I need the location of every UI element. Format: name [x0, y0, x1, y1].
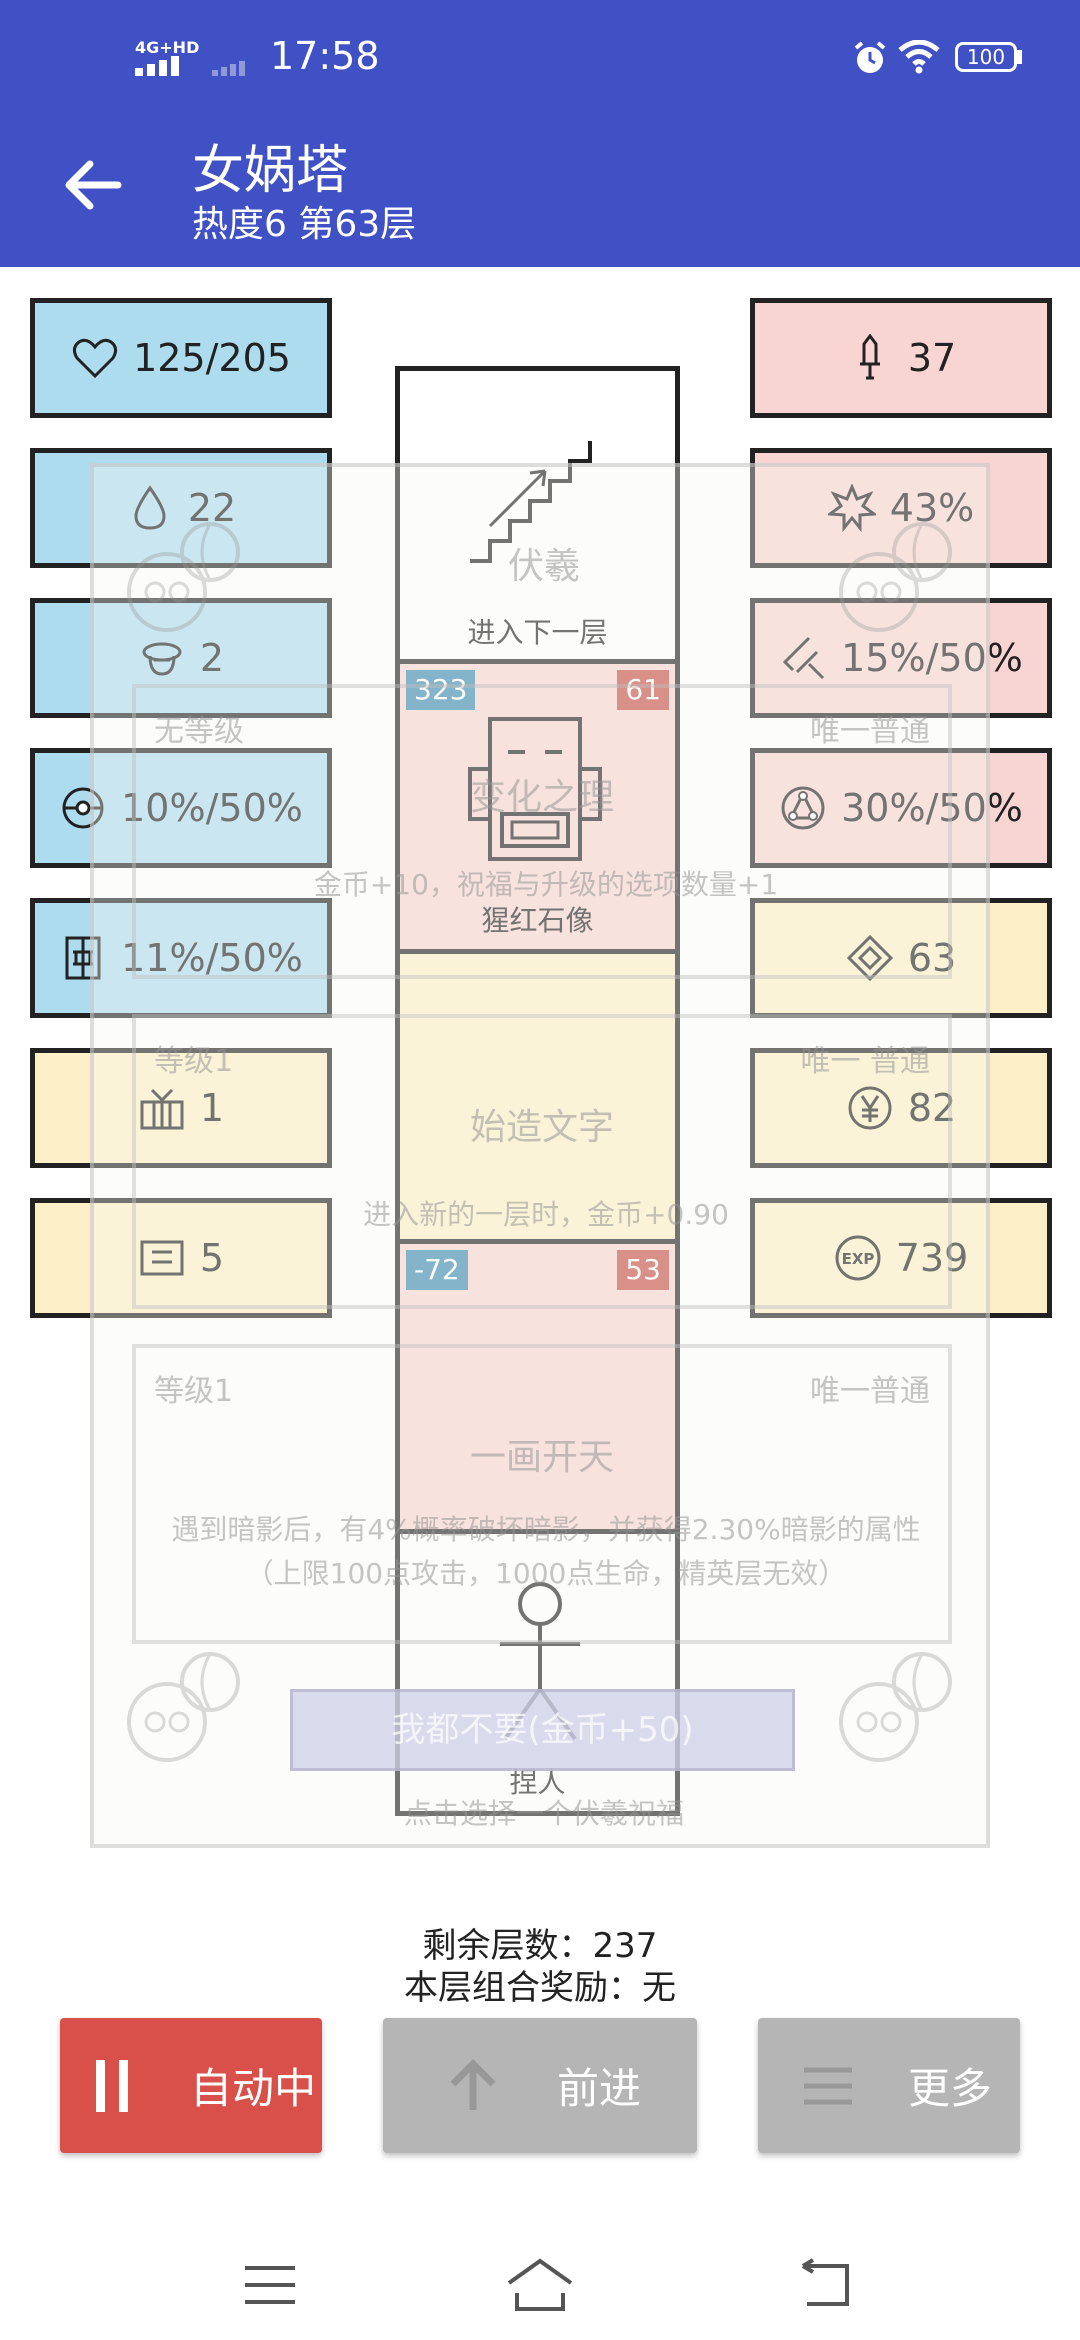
- stat-pierce: 15%/50%: [750, 598, 1052, 718]
- stat-exp: EXP 739: [750, 1198, 1052, 1318]
- auto-label: 自动中: [190, 2064, 317, 2113]
- back-nav-icon[interactable]: [795, 2258, 855, 2310]
- stat-defense: 2: [30, 598, 332, 718]
- diamond-icon: [846, 934, 893, 982]
- drop-icon: [134, 485, 166, 530]
- tower: 进入下一层 323 61 猩红石像 -72 53 捏人: [395, 366, 680, 1816]
- stat-value: 11%/50%: [121, 936, 303, 980]
- signal-2-icon: [212, 61, 245, 76]
- stat-value: 10%/50%: [121, 786, 303, 830]
- stat-scroll: 5: [30, 1198, 332, 1318]
- stat-triangle: 30%/50%: [750, 748, 1052, 868]
- enemy-1-left-value: 323: [406, 670, 476, 710]
- stat-value: 739: [895, 1236, 969, 1280]
- wifi-icon: [898, 40, 940, 74]
- tower-cell-enemy-2[interactable]: -72 53: [400, 1244, 675, 1534]
- stat-gift: 1: [30, 1048, 332, 1168]
- pause-icon: [96, 2059, 128, 2112]
- stat-value: 125/205: [133, 336, 291, 380]
- combo-reward: 本层组合奖励：无: [404, 1968, 676, 2008]
- stat-value: 1: [199, 1086, 225, 1130]
- stat-attack: 37: [750, 298, 1052, 418]
- stat-value: 22: [187, 486, 237, 530]
- network-label: 4G+HD: [135, 38, 200, 57]
- stat-value: 30%/50%: [841, 786, 1023, 830]
- slash-icon: [783, 636, 825, 680]
- tower-cell-enemy-1[interactable]: 323 61 猩红石像: [400, 664, 675, 954]
- stat-value: 15%/50%: [841, 636, 1023, 680]
- battery-indicator: 100: [955, 42, 1017, 72]
- stat-value: 2: [199, 636, 225, 680]
- stat-health: 125/205: [30, 298, 332, 418]
- back-arrow-icon[interactable]: [58, 150, 128, 220]
- auto-button[interactable]: 自动中: [60, 2018, 322, 2153]
- scroll-icon: [140, 1240, 184, 1276]
- stat-crit: 43%: [750, 448, 1052, 568]
- stat-value: 5: [199, 1236, 225, 1280]
- page-title: 女娲塔: [192, 141, 349, 201]
- forward-button[interactable]: 前进: [383, 2018, 697, 2153]
- stat-value: 37: [907, 336, 957, 380]
- fuxi-face-icon: [839, 1652, 952, 1762]
- enemy-2-left-value: -72: [406, 1250, 468, 1290]
- navigation-bar: [0, 2200, 1080, 2340]
- yen-icon: [848, 1086, 892, 1130]
- stat-orb: 10%/50%: [30, 748, 332, 868]
- tower-cell-empty[interactable]: [400, 954, 675, 1244]
- app-bar: 4G+HD 17:58 100 女娲塔 热度6 第63层: [0, 0, 1080, 267]
- player-label: 捏人: [509, 1766, 566, 1799]
- menu-nav-icon[interactable]: [240, 2260, 300, 2310]
- up-arrow-icon: [450, 2058, 496, 2110]
- fuxi-face-icon: [127, 1652, 240, 1762]
- svg-text:EXP: EXP: [841, 1250, 874, 1268]
- stairs-icon: [470, 441, 592, 563]
- stat-gold: 82: [750, 1048, 1052, 1168]
- home-icon[interactable]: [505, 2255, 575, 2315]
- helmet-icon: [142, 642, 182, 676]
- page-subtitle: 热度6 第63层: [192, 204, 417, 245]
- shield-icon: [65, 936, 101, 980]
- blessing-rarity: 唯一普通: [810, 1374, 930, 1409]
- enemy-1-name: 猩红石像: [481, 904, 594, 937]
- tower-cell-player[interactable]: 捏人: [400, 1534, 675, 1811]
- more-button[interactable]: 更多: [758, 2018, 1020, 2153]
- battery-tip: [1017, 50, 1022, 64]
- stat-value: 63: [907, 936, 957, 980]
- sword-icon: [859, 334, 880, 380]
- blessing-level: 等级1: [154, 1374, 234, 1409]
- forward-label: 前进: [557, 2064, 642, 2113]
- alarm-icon: [854, 41, 886, 73]
- clock: 17:58: [270, 34, 380, 78]
- stat-shield: 11%/50%: [30, 898, 332, 1018]
- gift-icon: [140, 1088, 184, 1130]
- stat-diamond: 63: [750, 898, 1052, 1018]
- exp-icon: EXP: [835, 1235, 881, 1281]
- stat-value: 82: [907, 1086, 957, 1130]
- heart-icon: [73, 338, 118, 379]
- stone-statue-icon: [468, 717, 602, 861]
- remaining-floors: 剩余层数：237: [422, 1926, 658, 1966]
- battery-level: 100: [966, 45, 1006, 69]
- signal-icon: [135, 56, 179, 76]
- stat-mana: 22: [30, 448, 332, 568]
- status-bar: 4G+HD 17:58 100: [0, 0, 1080, 110]
- enemy-1-right-value: 61: [617, 670, 669, 710]
- stairs-label: 进入下一层: [467, 616, 608, 649]
- stick-figure-icon: [500, 1582, 580, 1741]
- more-label: 更多: [908, 2064, 993, 2113]
- burst-icon: [827, 484, 876, 532]
- tower-cell-stairs[interactable]: 进入下一层: [400, 371, 675, 664]
- orb-icon: [62, 787, 104, 829]
- triangle-icon: [781, 786, 825, 830]
- menu-icon: [804, 2067, 852, 2104]
- enemy-2-right-value: 53: [617, 1250, 669, 1290]
- stat-value: 43%: [889, 486, 975, 530]
